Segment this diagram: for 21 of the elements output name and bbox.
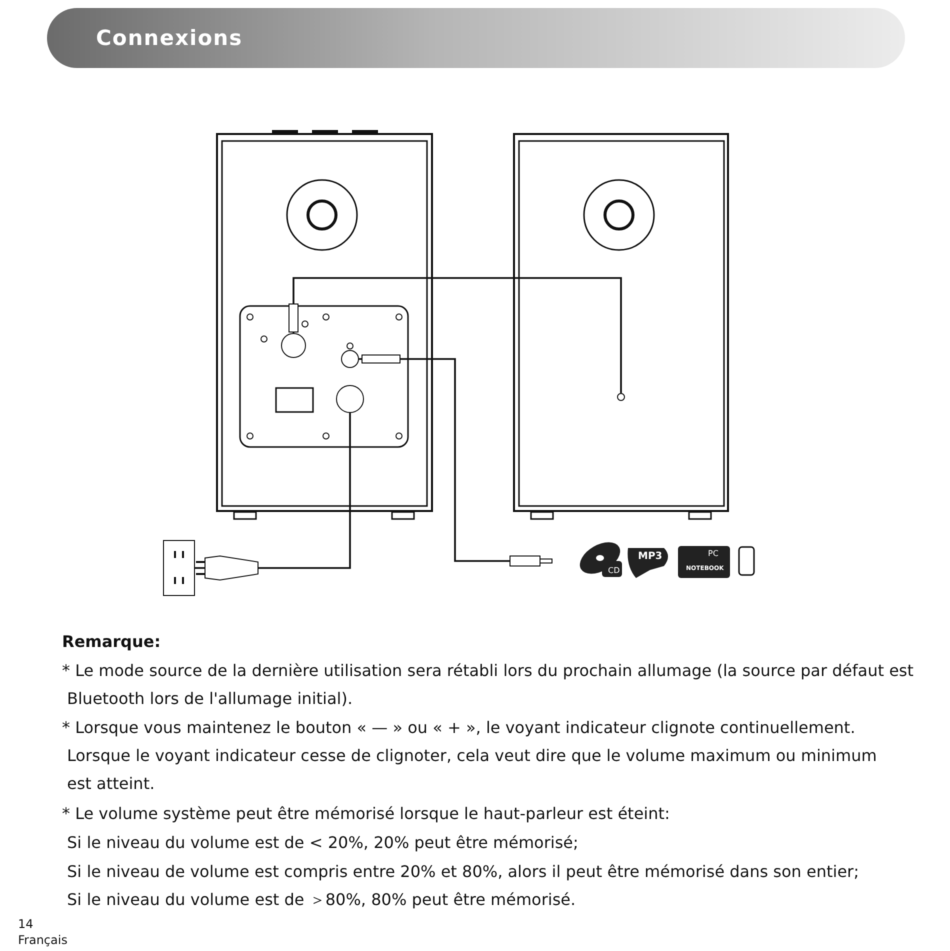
note-text: Si le niveau du volume est de < 20%, 20% peut être mémorisé;: [67, 832, 580, 854]
icon-label: MP3: [638, 550, 662, 564]
speaker-input-jack: [617, 393, 625, 401]
note-text: * Le mode source de la dernière utilisation sera rétabli lors du prochain allumage (la source par défaut est Bluetooth lors de l'allumage initial).: [62, 660, 915, 710]
speaker-output-jack: [281, 333, 306, 358]
page-footer-text: Français: [18, 932, 68, 949]
note-text: * Lorsque vous maintenez le bouton « — » ou « + », le voyant indicateur clignote continuellement.: [62, 717, 856, 739]
page-footer-text: 14: [18, 916, 34, 933]
icon-label: PC: [708, 548, 718, 560]
power-input-socket: [336, 385, 364, 413]
cable: [288, 277, 622, 393]
note-text: * Le volume système peut être mémorisé lorsque le haut-parleur est éteint:: [62, 803, 671, 825]
note-text: Lorsque le voyant indicateur cesse de clignoter, cela veut dire que le volume maximum ou minimum est atteint.: [67, 745, 878, 795]
cable: [359, 354, 552, 566]
wall-outlet: [163, 540, 195, 596]
icon-label: CD: [608, 565, 620, 577]
note-heading: Remarque:: [62, 631, 161, 653]
note-text: Si le niveau de volume est compris entre 20% et 80%, alors il peut être mémorisé dans son entier;: [67, 861, 860, 883]
note-text: Si le niveau du volume est de ＞80%, 80% peut être mémorisé.: [67, 889, 577, 911]
aux-input-jack: [341, 350, 359, 368]
title: Connexions: [96, 26, 243, 50]
